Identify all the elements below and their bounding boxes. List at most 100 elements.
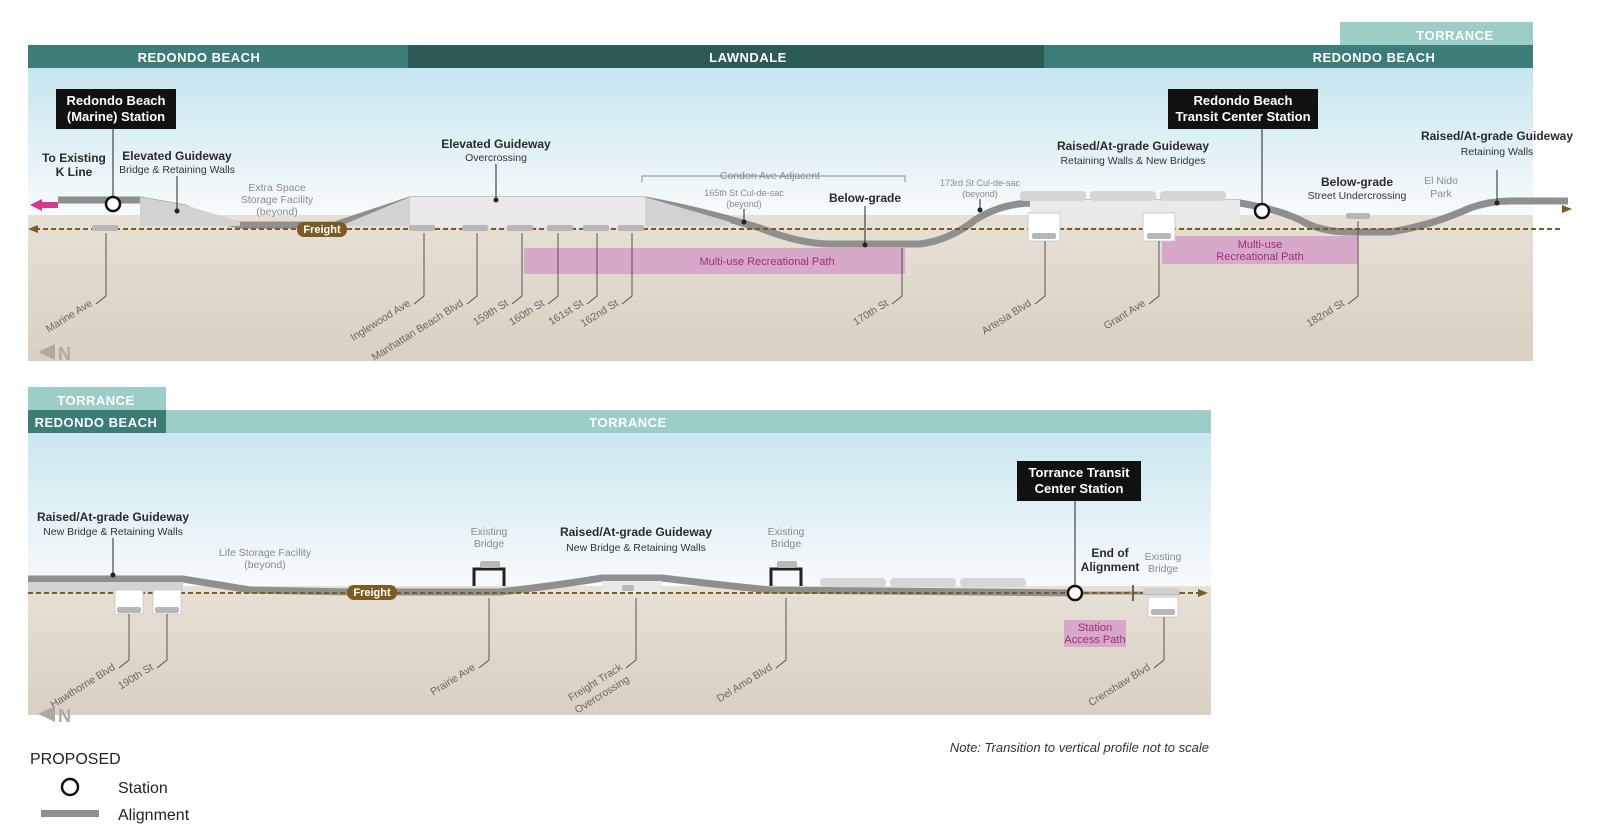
elevated-guideway-2-dot	[493, 197, 499, 203]
existing-bridge-3	[1143, 588, 1179, 594]
extra-space-label-1: Extra Space	[248, 182, 305, 194]
guideway-structure-2	[1030, 200, 1240, 227]
band-label-torrance-2: TORRANCE	[589, 415, 666, 430]
cul173-dot	[977, 207, 983, 213]
band-redondo-beach-2	[28, 410, 166, 433]
band-torrance-2	[166, 410, 1211, 433]
legend-title: PROPOSED	[30, 751, 121, 768]
to-existing-arrow	[30, 199, 42, 211]
cul173-label-1: 173rd St Cul-de-sac	[940, 178, 1021, 188]
torrance-station-label-2: Center Station	[1035, 481, 1124, 496]
to-existing-label-1: To Existing	[42, 151, 106, 165]
panel-1: REDONDO BEACH LAWNDALE REDONDO BEACH TOR…	[28, 22, 1573, 364]
freight-badge-1-label: Freight	[303, 224, 341, 236]
elevated-guideway-2-sub: Overcrossing	[465, 152, 527, 164]
freight-arrow-right	[1562, 205, 1572, 213]
raised-guideway-4-title: Raised/At-grade Guideway	[560, 525, 712, 539]
transit-center-station-label-2: Transit Center Station	[1175, 109, 1310, 124]
elevated-guideway-1-title: Elevated Guideway	[122, 149, 232, 163]
torrance-station-marker	[1066, 584, 1084, 602]
train-1	[1020, 191, 1226, 201]
elevated-guideway-2-title: Elevated Guideway	[441, 137, 551, 151]
torrance-station-box	[1017, 461, 1141, 501]
raised-guideway-1-title: Raised/At-grade Guideway	[1057, 139, 1209, 153]
band-lawndale	[408, 45, 1044, 68]
torrance-station-label-1: Torrance Transit	[1029, 465, 1131, 480]
raised-guideway-2-sub: Retaining Walls	[1461, 146, 1534, 158]
condon-bracket	[641, 175, 906, 182]
bridge-car-2	[777, 561, 797, 568]
raised-guideway-3-sub: New Bridge & Retaining Walls	[43, 526, 183, 538]
retaining-wall-1	[140, 197, 240, 226]
multiuse-path-1	[524, 248, 905, 274]
transit-center-station-box	[1168, 89, 1318, 129]
retaining-wall-2a	[28, 582, 183, 594]
freight-badge-2-label: Freight	[353, 587, 391, 599]
multiuse-path-2-label-2: Recreational Path	[1216, 251, 1303, 263]
raised-guideway-2-dot	[1494, 200, 1500, 206]
alignment-profile-2	[28, 574, 1076, 597]
ground-area-2	[28, 586, 1211, 715]
end-alignment-label-2: Alignment	[1081, 560, 1140, 574]
street-leaders-1	[95, 221, 1359, 305]
existing-bridge-2-label-2: Bridge	[771, 538, 802, 550]
existing-bridge-3-label-1: Existing	[1145, 551, 1182, 563]
to-existing-arrow-shaft	[40, 202, 58, 208]
band-label-redondo-right: REDONDO BEACH	[1313, 50, 1436, 65]
life-storage-label-1: Life Storage Facility	[219, 547, 312, 559]
legend-alignment-swatch	[41, 810, 99, 817]
life-storage-label-2: (beyond)	[244, 559, 285, 571]
band-label-lawndale: LAWNDALE	[709, 50, 787, 65]
retaining-wall-3	[645, 197, 730, 226]
multiuse-path-2	[1162, 236, 1358, 264]
band-label-redondo-left: REDONDO BEACH	[138, 50, 261, 65]
retaining-wall-2	[340, 197, 410, 226]
legend-station-label: Station	[118, 780, 168, 797]
below-grade-2-sub: Street Undercrossing	[1308, 190, 1407, 202]
cul165-label-2: (beyond)	[726, 199, 762, 209]
cul165-dot	[741, 219, 747, 225]
north-label-2: N	[58, 706, 71, 726]
existing-bridge-1-label-1: Existing	[471, 526, 508, 538]
extra-space-label-3: (beyond)	[256, 206, 297, 218]
end-alignment-label-1: End of	[1091, 546, 1129, 560]
legend-alignment-label: Alignment	[118, 807, 190, 824]
legend-station-icon	[60, 777, 80, 797]
bridge-car-1	[480, 561, 500, 568]
transit-center-station-marker	[1253, 202, 1271, 220]
band-torrance-upper	[1340, 22, 1533, 45]
cul173-label-2: (beyond)	[962, 189, 998, 199]
condon-label: Condon Ave Adjacent	[720, 170, 820, 182]
raised-guideway-4-sub: New Bridge & Retaining Walls	[566, 542, 706, 554]
extra-space-label-2: Storage Facility	[241, 194, 314, 206]
marine-station-box	[56, 89, 176, 129]
north-label-1: N	[58, 344, 71, 364]
band-redondo-beach-right	[1044, 45, 1533, 68]
guideway-structure-1	[410, 197, 645, 227]
transit-center-station-label-1: Redondo Beach	[1194, 93, 1293, 108]
raised-guideway-2-title: Raised/At-grade Guideway	[1421, 129, 1573, 143]
existing-bridge-2	[769, 567, 803, 586]
existing-bridge-3-label-2: Bridge	[1148, 563, 1179, 575]
car-icons-1	[92, 213, 1370, 239]
station-access-label-2: Access Path	[1064, 634, 1125, 646]
freight-arrow-right-2	[1198, 589, 1208, 597]
panel-2: TORRANCE REDONDO BEACH TORRANCE Freight	[28, 387, 1211, 726]
freight-badge-1	[297, 222, 347, 237]
existing-bridge-2-label-1: Existing	[768, 526, 805, 538]
station-access-label-1: Station	[1078, 622, 1112, 634]
below-grade-dot	[862, 242, 868, 248]
band-torrance-upper-2	[28, 387, 166, 410]
north-arrow-icon-2	[38, 706, 55, 722]
marine-station-label-2: (Marine) Station	[67, 109, 165, 124]
station-access-path	[1064, 620, 1126, 647]
train-2	[820, 578, 1026, 587]
marine-station-marker	[104, 195, 122, 213]
el-nido-label-2: Park	[1430, 188, 1452, 200]
marine-station-label-1: Redondo Beach	[67, 93, 166, 108]
existing-bridge-1-label-2: Bridge	[474, 538, 505, 550]
el-nido-label-1: El Nido	[1424, 175, 1458, 187]
below-grade-2-title: Below-grade	[1321, 175, 1393, 189]
raised-guideway-3-title: Raised/At-grade Guideway	[37, 510, 189, 524]
